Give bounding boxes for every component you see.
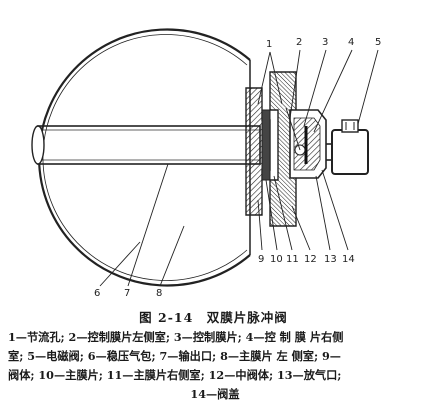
callout-13: 13 bbox=[324, 254, 337, 265]
legend-line-4: 14—阀盖 bbox=[190, 387, 240, 401]
callout-2: 2 bbox=[296, 37, 302, 48]
figure-caption: 图 2-14 双膜片脉冲阀 bbox=[139, 310, 288, 325]
callout-9: 9 bbox=[258, 254, 264, 265]
callout-7: 7 bbox=[124, 288, 130, 299]
callout-12: 12 bbox=[304, 254, 317, 265]
callout-10: 10 bbox=[270, 254, 283, 265]
solenoid-valve bbox=[331, 129, 369, 175]
valve-cross-section-diagram: 1 2 3 4 5 6 7 8 9 10 11 12 13 14 bbox=[31, 28, 381, 299]
callout-3: 3 bbox=[322, 37, 328, 48]
legend-line-3: 阀体; 10—主膜片; 11—主膜片右侧室; 12—中阀体; 13—放气口; bbox=[8, 368, 342, 382]
main-diaphragm bbox=[261, 109, 271, 181]
legend-line-1: 1—节流孔; 2—控制膜片左侧室; 3—控制膜片; 4—控 制 膜 片右侧 bbox=[8, 330, 344, 344]
callout-1: 1 bbox=[266, 39, 272, 50]
callout-4: 4 bbox=[348, 37, 354, 48]
callout-6: 6 bbox=[94, 288, 100, 299]
callout-8: 8 bbox=[156, 288, 162, 299]
legend-line-2: 室; 5—电磁阀; 6—稳压气包; 7—输出口; 8—主膜片 左 侧室; 9— bbox=[8, 349, 341, 363]
callout-14: 14 bbox=[342, 254, 355, 265]
figure-legend: 1—节流孔; 2—控制膜片左侧室; 3—控制膜片; 4—控 制 膜 片右侧 室;… bbox=[8, 328, 422, 404]
callout-11: 11 bbox=[286, 254, 299, 265]
output-pipe bbox=[37, 125, 261, 165]
tank-shell bbox=[37, 28, 251, 287]
callout-5: 5 bbox=[375, 37, 381, 48]
